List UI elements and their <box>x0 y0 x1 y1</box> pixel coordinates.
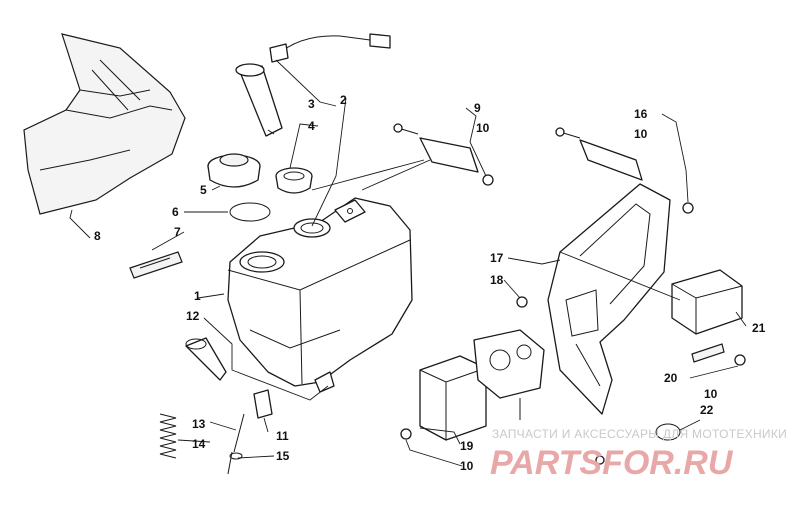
callout-21: 21 <box>752 321 766 335</box>
callout-10-top-right: 10 <box>634 127 648 141</box>
part-label <box>691 343 746 366</box>
part-heat-shield <box>23 33 186 215</box>
part-fitting <box>227 389 273 475</box>
part-spring <box>159 413 177 459</box>
callout-4: 4 <box>308 119 315 133</box>
watermark: ЗАПЧАСТИ И АКСЕССУАРЫ ДЛЯ МОТОТЕХНИКИ PA… <box>490 427 787 482</box>
callout-6: 6 <box>172 205 179 219</box>
leader-lines <box>69 59 747 467</box>
callout-5: 5 <box>200 183 207 197</box>
callout-9: 9 <box>474 101 481 115</box>
callout-2: 2 <box>340 93 347 107</box>
callout-10-bottom: 10 <box>460 459 474 473</box>
part-clamp <box>655 423 681 441</box>
callout-15: 15 <box>276 449 290 463</box>
callout-17: 17 <box>490 251 504 265</box>
callout-16: 16 <box>634 107 648 121</box>
part-fuel-cap <box>207 153 261 188</box>
part-decal <box>129 251 183 279</box>
callout-3: 3 <box>308 97 315 111</box>
part-gasket <box>229 202 271 222</box>
part-grommet <box>275 167 313 194</box>
callout-7: 7 <box>174 225 181 239</box>
part-relay-box <box>671 269 743 335</box>
callout-labels: 1 2 3 4 5 6 7 8 9 10 16 10 17 18 12 21 2… <box>94 93 766 473</box>
callout-18: 18 <box>490 273 504 287</box>
callout-12: 12 <box>186 309 200 323</box>
callout-19: 19 <box>460 439 474 453</box>
callout-22: 22 <box>700 403 714 417</box>
callout-13: 13 <box>192 417 206 431</box>
callout-14: 14 <box>192 437 206 451</box>
part-fuel-tank <box>227 197 413 393</box>
callout-10-right: 10 <box>704 387 718 401</box>
callout-11: 11 <box>276 429 289 443</box>
callout-1: 1 <box>194 289 201 303</box>
part-mounting-plate <box>516 183 671 465</box>
callout-10-top-left: 10 <box>476 121 490 135</box>
watermark-subtitle: ЗАПЧАСТИ И АКСЕССУАРЫ ДЛЯ МОТОТЕХНИКИ <box>492 427 787 441</box>
part-strap <box>185 337 227 381</box>
part-pump-assembly <box>473 329 545 420</box>
callout-8: 8 <box>94 229 101 243</box>
part-wire-harness <box>269 33 391 63</box>
part-bracket-right <box>555 127 694 214</box>
part-bracket-left <box>393 123 494 186</box>
callout-20: 20 <box>664 371 678 385</box>
part-sender-tube <box>235 63 283 137</box>
watermark-brand: PARTSFOR.RU <box>490 444 734 482</box>
part-module <box>400 355 487 441</box>
